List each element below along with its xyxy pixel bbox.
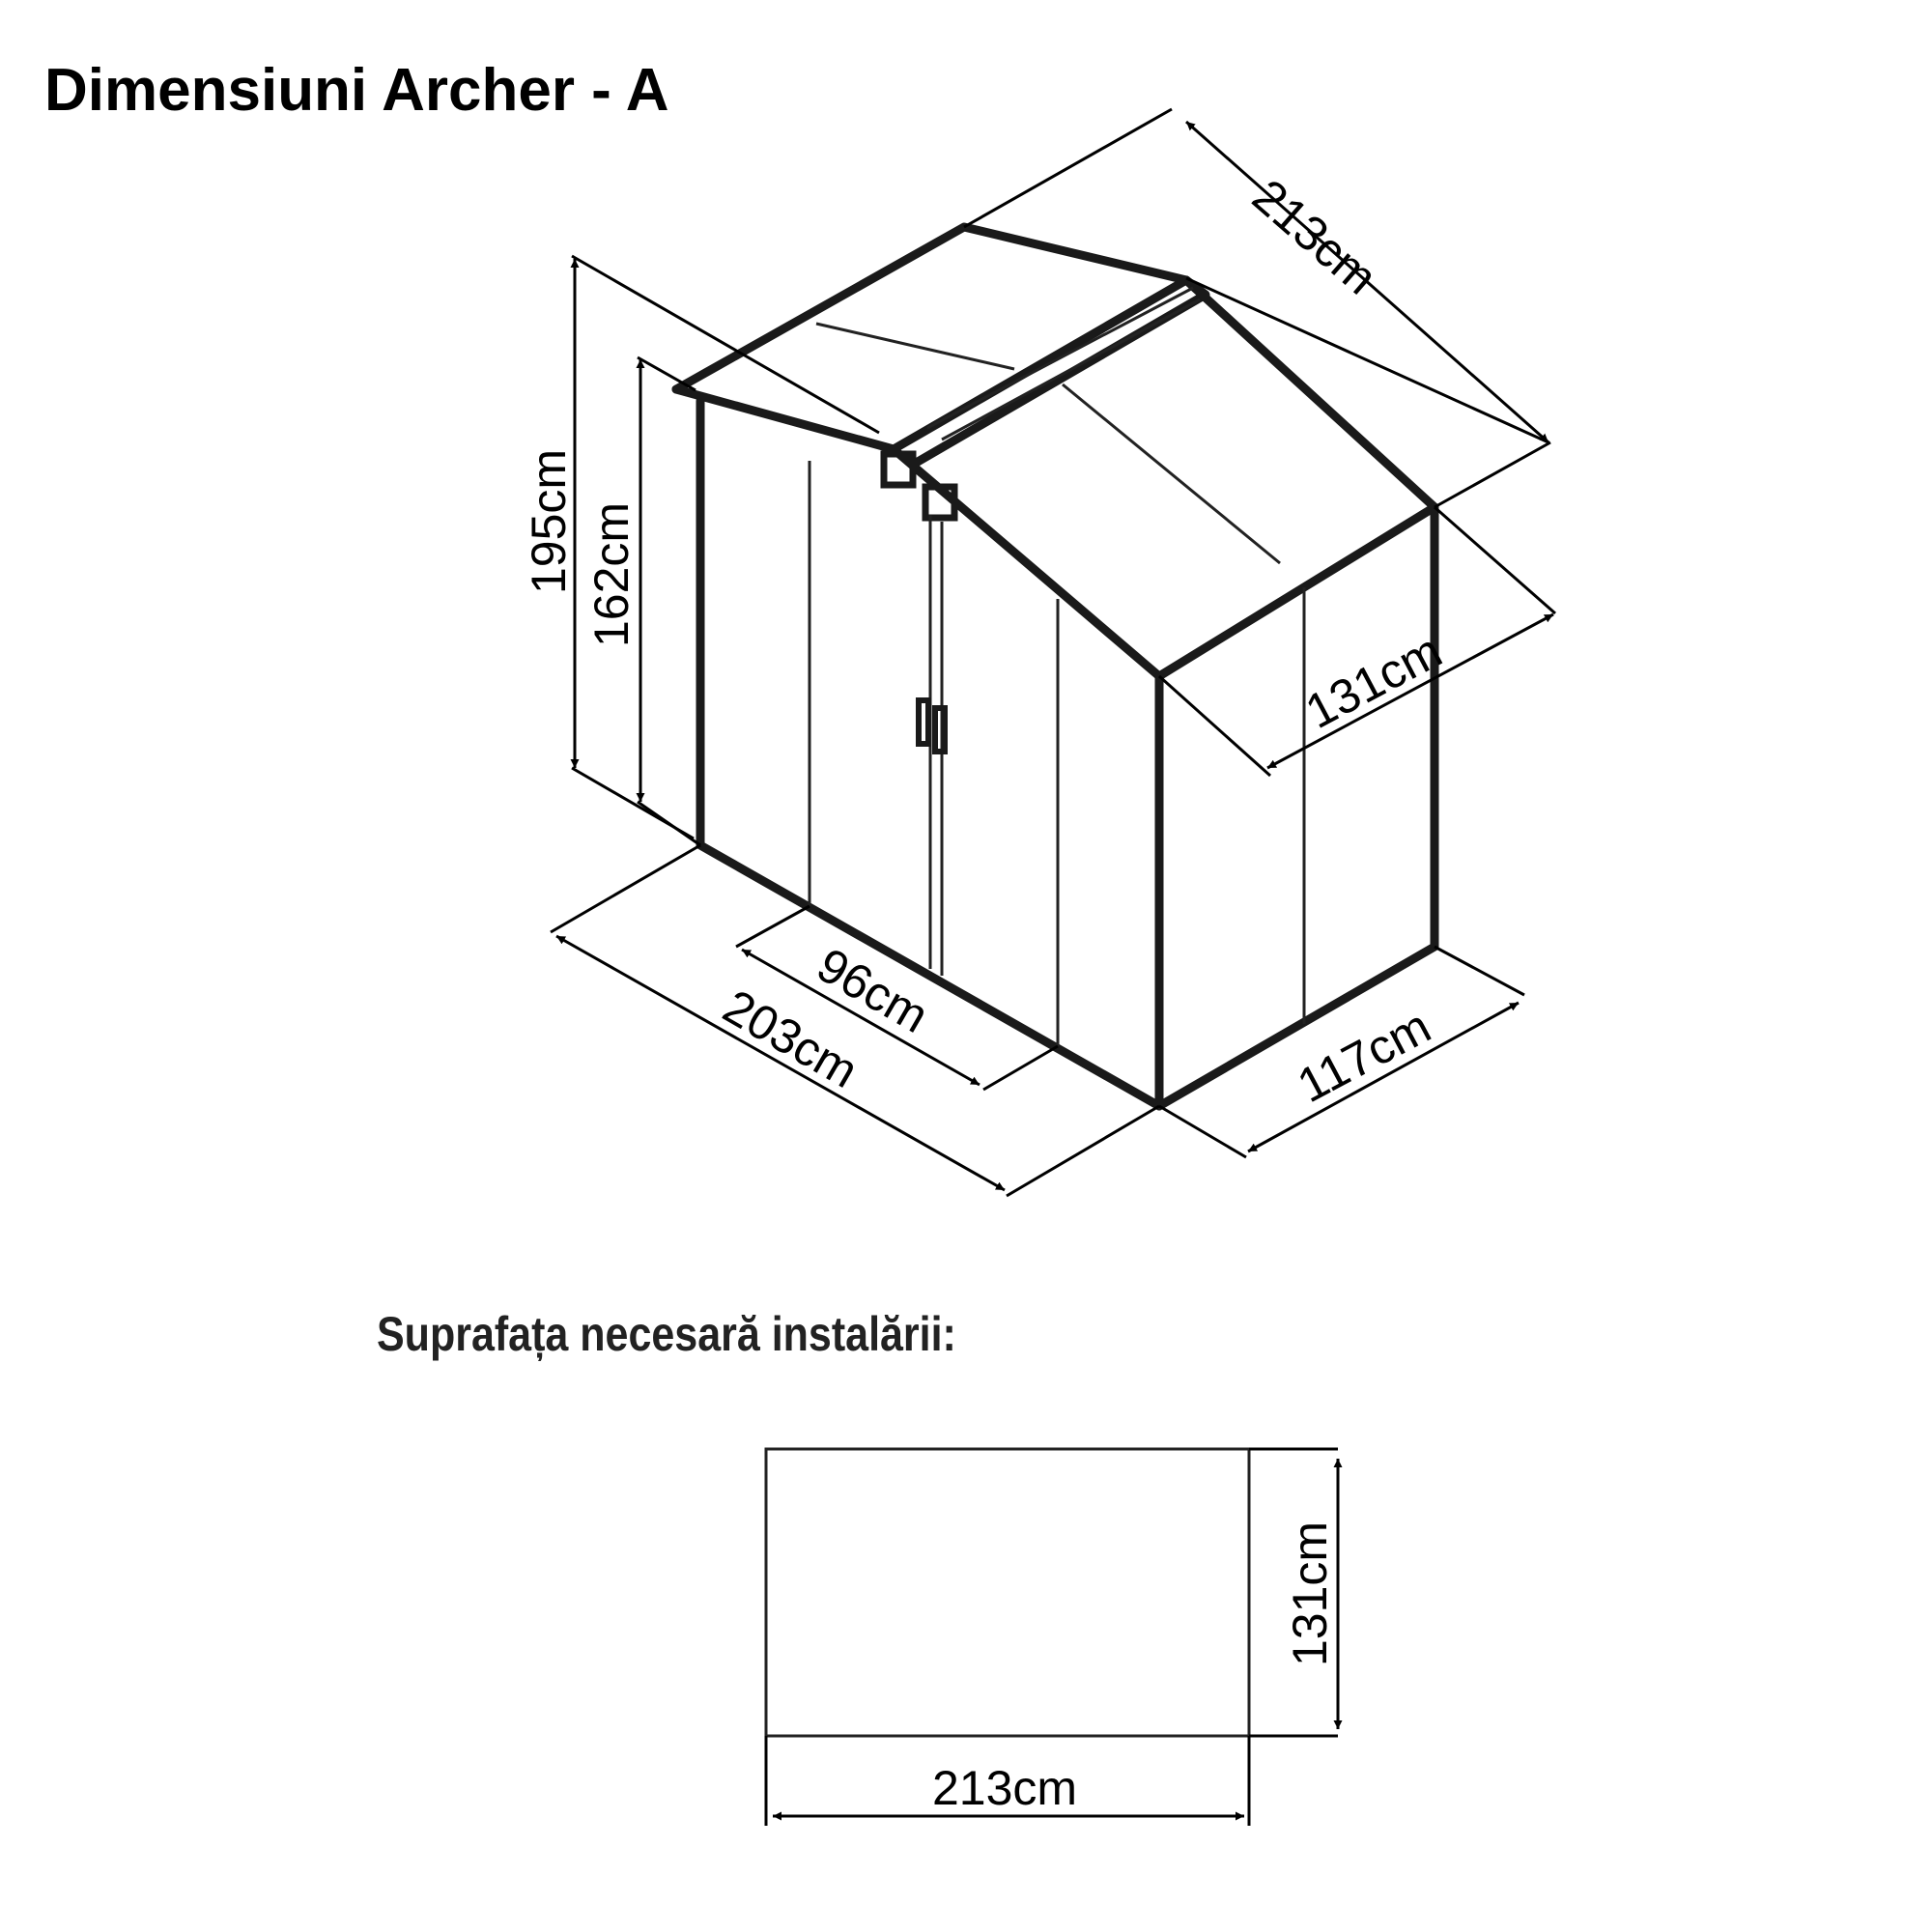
label-total-height: 195cm <box>522 449 576 594</box>
label-door-width: 96cm <box>809 937 938 1043</box>
footprint-diagram <box>764 1447 1343 1826</box>
door-handle-icon <box>916 697 948 754</box>
label-footprint-depth: 131cm <box>1283 1521 1337 1666</box>
vent-icon <box>880 450 958 522</box>
page-title: Dimensiuni Archer - A <box>44 57 669 124</box>
label-roof-length: 213cm <box>1242 169 1387 305</box>
label-footprint-width: 213cm <box>932 1761 1077 1815</box>
dimension-lines <box>550 107 1556 1198</box>
roof-panels <box>815 286 1281 565</box>
installation-area-heading: Suprafața necesară instalării: <box>377 1307 956 1361</box>
label-wall-height: 162cm <box>584 502 639 647</box>
front-panels <box>808 461 1306 1046</box>
label-roof-width: 131cm <box>1297 623 1451 739</box>
